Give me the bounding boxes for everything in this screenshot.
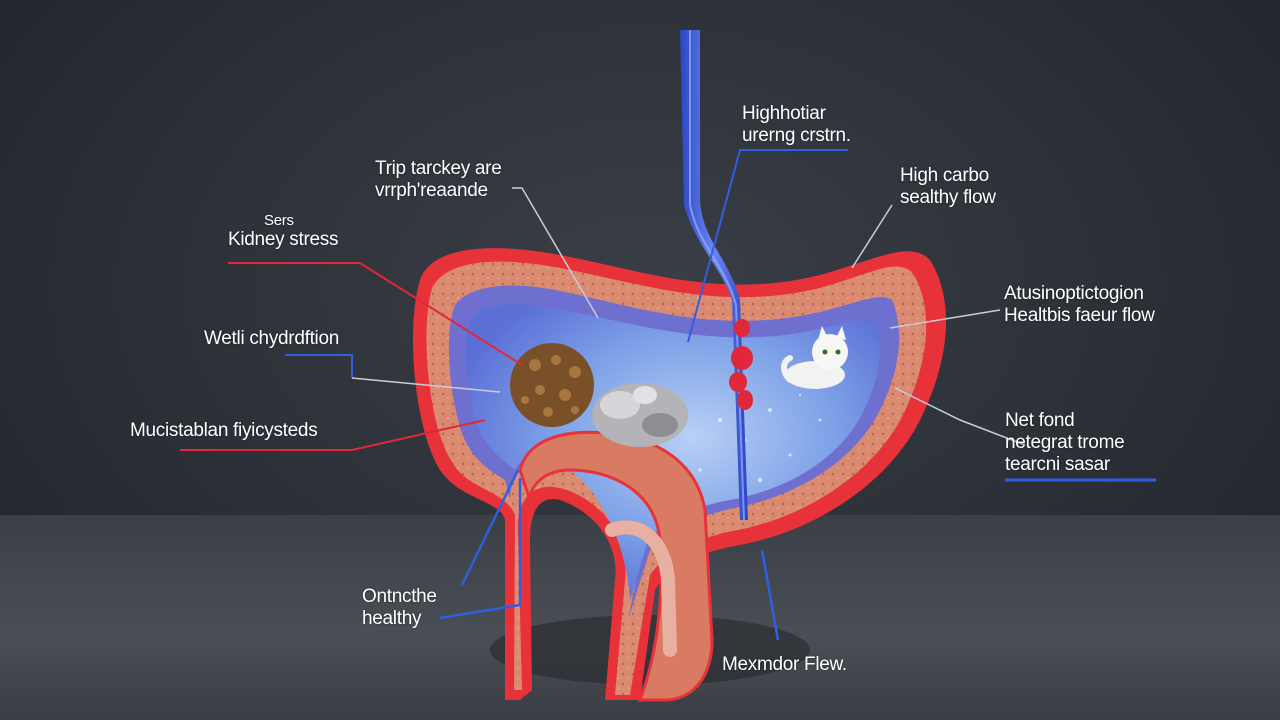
pointer-ontncthe [439, 478, 522, 620]
digested-mass [592, 383, 688, 447]
label-net-fond: Net fond netegrat trome tearcni sasar [1005, 410, 1125, 475]
pointer-net-fond-gray [894, 387, 1026, 446]
label-highhotiar: Highhotiar urerng crstrn. [742, 103, 851, 146]
ground-shadow [490, 615, 810, 685]
pointer-highhotiar [687, 149, 848, 343]
red-sphincter [729, 319, 753, 410]
label-kidney-stress: Sers Kidney stress [228, 212, 339, 251]
label-ontncthe-healthy: Ontncthe healthy [362, 586, 437, 629]
pointer-trip-tarckey [512, 187, 599, 319]
pointer-wetli-blue [285, 354, 353, 378]
food-pellet-texture [521, 355, 581, 417]
pointer-high-carbo [851, 204, 893, 269]
duodenum-inner-lining [605, 520, 677, 657]
label-trip-tarckey: Trip tarckey are vrrph'reaande [375, 158, 502, 201]
label-mucistablan: Mucistablan fiyicysteds [130, 420, 318, 441]
pointer-mucistablan [180, 419, 486, 451]
pointer-mexmdor [760, 549, 780, 641]
label-atusinoptictogion: Atusinoptictogion Healtbis faeur flow [1004, 283, 1155, 326]
pointer-atusinoptic [889, 309, 1001, 329]
label-wetli-chydrdftion: Wetli chydrdftion [204, 328, 339, 349]
label-mexmdor-flew: Mexmdor Flew. [722, 654, 847, 675]
label-high-carbo: High carbo sealthy flow [900, 165, 996, 208]
pointer-kidney-stress [228, 262, 523, 366]
pointer-lines [180, 149, 1156, 641]
pointer-ontncthe-2 [460, 469, 520, 586]
kitten-illustration [781, 326, 848, 389]
blue-vessel [680, 30, 748, 520]
pointer-wetli-gray [351, 377, 501, 393]
